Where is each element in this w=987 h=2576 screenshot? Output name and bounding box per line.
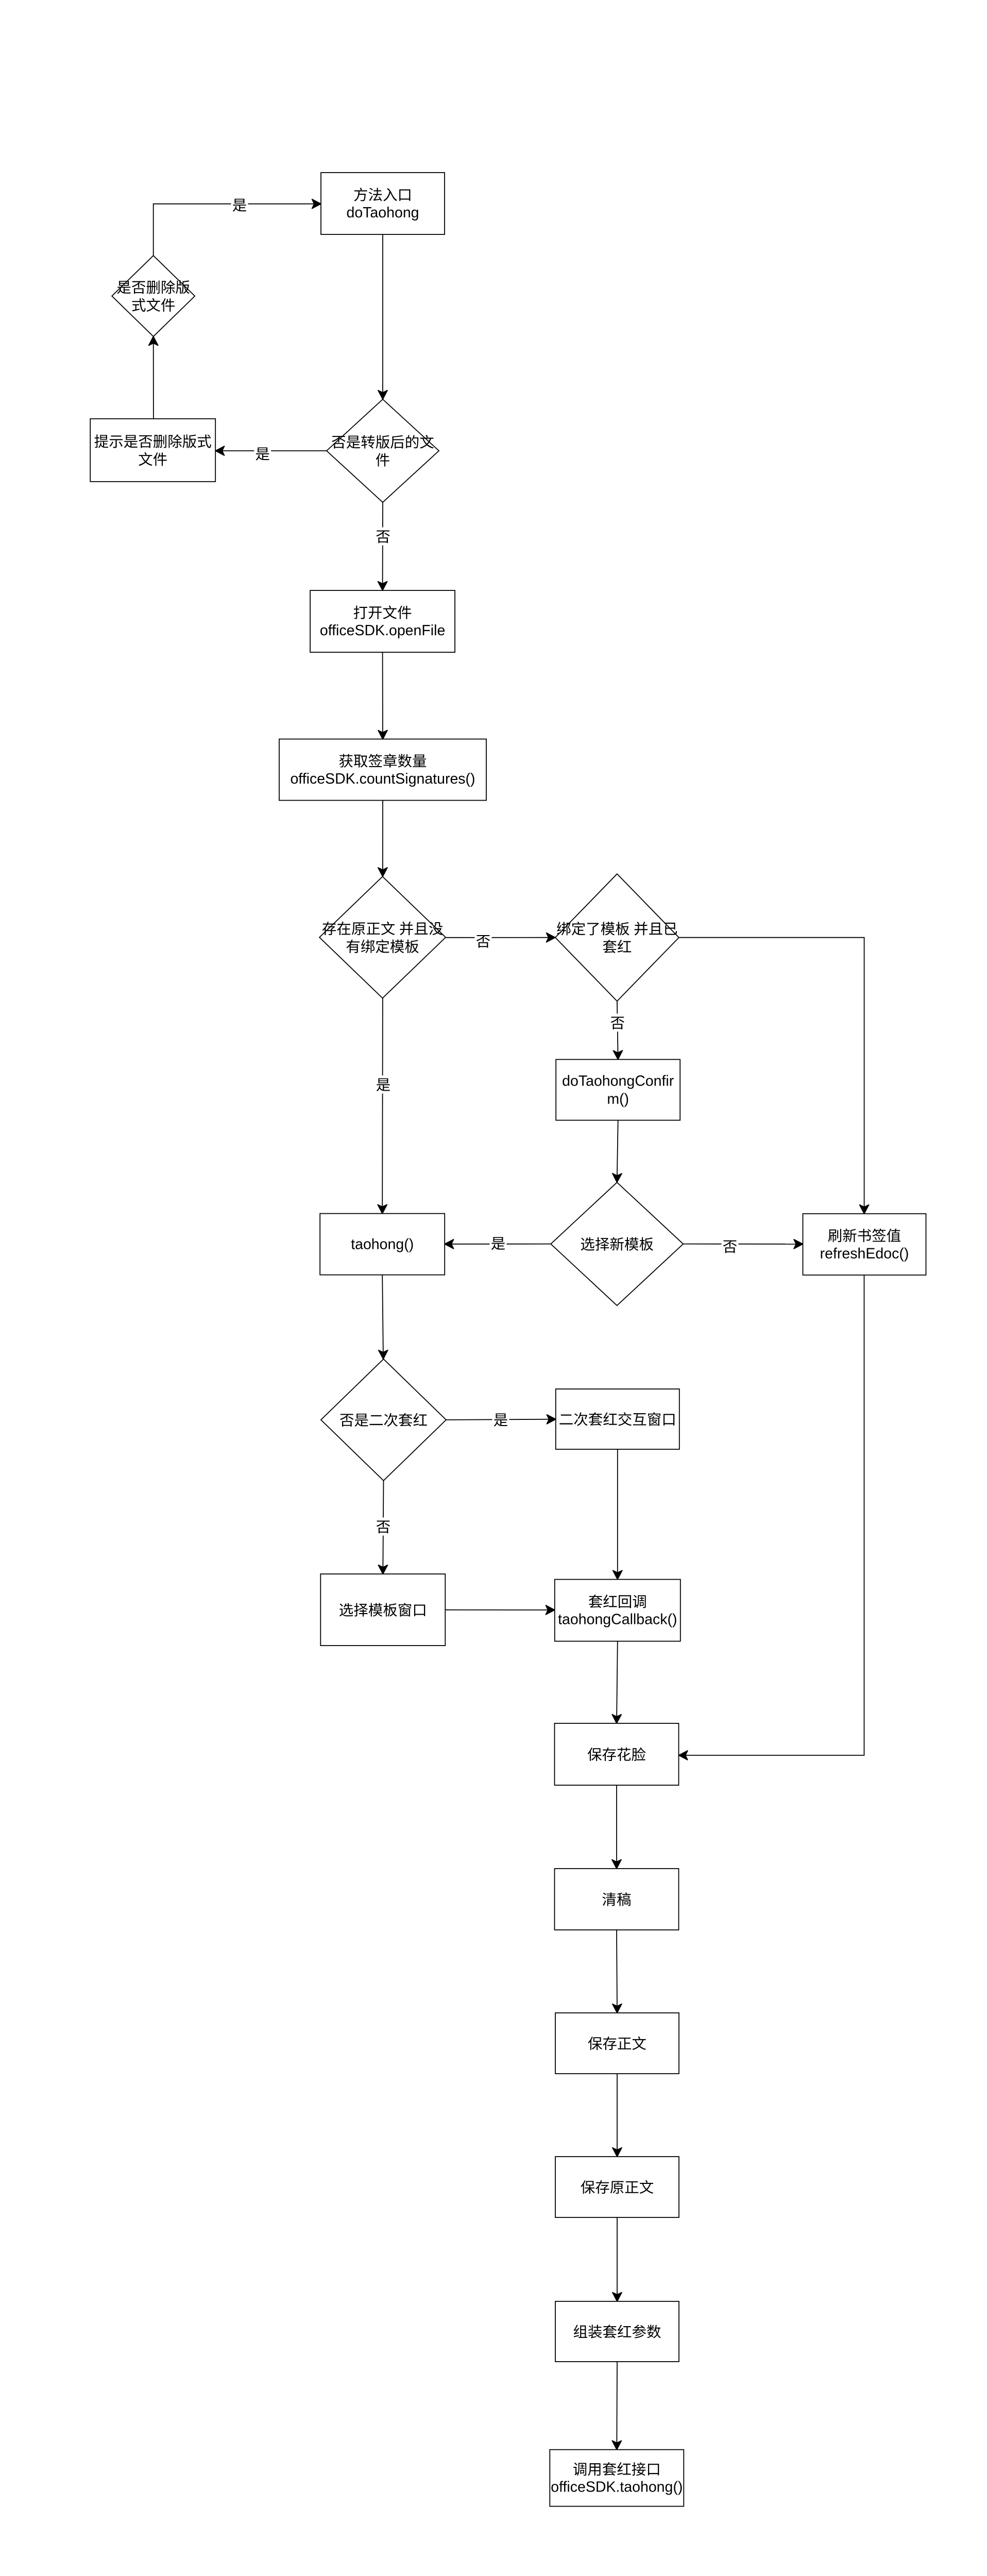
svg-text:officeSDK.countSignatures(): officeSDK.countSignatures() bbox=[290, 771, 475, 787]
svg-text:taohongCallback(): taohongCallback() bbox=[558, 1612, 677, 1628]
svg-text:taohong(): taohong() bbox=[351, 1236, 414, 1253]
svg-text:officeSDK.taohong(): officeSDK.taohong() bbox=[551, 2479, 683, 2496]
svg-text:doTaohong: doTaohong bbox=[346, 205, 419, 221]
svg-text:refreshEdoc(): refreshEdoc() bbox=[820, 1245, 909, 1262]
svg-text:m(): m() bbox=[607, 1091, 629, 1107]
svg-text:officeSDK.openFile: officeSDK.openFile bbox=[320, 622, 445, 639]
svg-text:doTaohongConfir: doTaohongConfir bbox=[562, 1073, 674, 1090]
